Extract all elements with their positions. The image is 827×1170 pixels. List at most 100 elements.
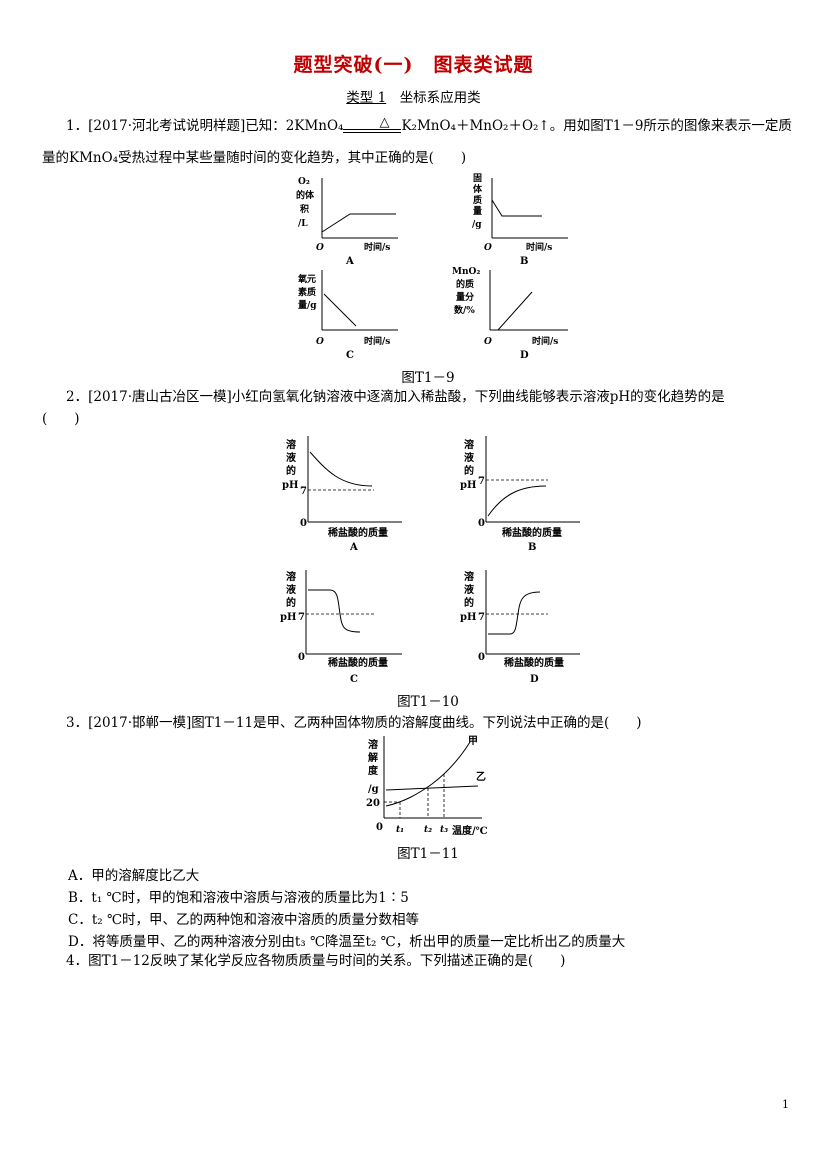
question-1-line-2: 量的KMnO₄受热过程中某些量随时间的变化趋势，其中正确的是( )	[42, 150, 467, 166]
ph-graph-d: 溶 液 的 pH 7 0 稀盐酸的质量 D	[460, 570, 580, 685]
graph-d-letter: D	[520, 350, 529, 361]
graph-a-letter: A	[345, 256, 354, 267]
ph-b-curve	[487, 485, 547, 517]
graph-c-ylabel-2: 素质	[298, 286, 316, 298]
graph-c-letter: C	[346, 350, 354, 361]
ph-b-ylabel-2: 液	[464, 451, 474, 464]
ph-d-ylabel-2: 液	[464, 583, 474, 596]
graph-b: 固 体 质 量 /g O 时间/s B	[472, 173, 568, 267]
ph-a-curve	[309, 451, 373, 487]
page-title: 题型突破(一) 图表类试题	[293, 54, 534, 76]
ph-d-curve	[488, 591, 541, 635]
sol-y20: 20	[366, 798, 380, 809]
sol-xlabel: 温度/℃	[452, 824, 488, 837]
ph-c-letter: C	[350, 674, 358, 685]
graph-d-xlabel: 时间/s	[532, 335, 558, 347]
sol-label-jia: 甲	[468, 735, 478, 747]
question-2-line-1: 2．[2017·唐山古冶区一模]小红向氢氧化钠溶液中逐滴加入稀盐酸，下列曲线能够…	[66, 389, 725, 405]
ph-c-ph: pH	[280, 612, 296, 623]
graph-c-origin: O	[316, 337, 324, 347]
ph-b-ylabel-1: 溶	[464, 438, 474, 451]
ph-b-origin: 0	[478, 518, 485, 529]
graph-b-ylabel-3: 质	[473, 194, 482, 206]
q3-option-a: A．甲的溶解度比乙大	[68, 868, 200, 884]
ph-c-ylabel-3: 的	[286, 596, 296, 609]
graph-a-origin: O	[316, 243, 324, 253]
graph-b-xlabel: 时间/s	[526, 241, 552, 253]
question-2-line-2: ( )	[42, 411, 80, 427]
question-3-line-1: 3．[2017·邯郸一模]图T1－11是甲、乙两种固体物质的溶解度曲线。下列说法…	[66, 715, 642, 731]
ph-b-seven: 7	[478, 476, 485, 487]
section-subtitle: 类型 1 坐标系应用类	[0, 86, 827, 106]
question-1-line-1: 1．[2017·河北考试说明样题]已知：2KMnO₄△K₂MnO₄＋MnO₂＋O…	[42, 115, 792, 137]
q3-option-b: B．t₁ ℃时，甲的饱和溶液中溶质与溶液的质量比为1∶5	[68, 890, 409, 906]
graph-a-ylabel-3: 积	[300, 203, 309, 215]
graph-b-origin: O	[484, 243, 492, 253]
figure-t1-11-caption: 图T1－11	[397, 846, 459, 862]
ph-d-origin: 0	[478, 652, 485, 663]
question-4-line-1: 4．图T1－12反映了某化学反应各物质质量与时间的关系。下列描述正确的是( )	[66, 953, 566, 969]
ph-d-seven: 7	[478, 612, 485, 623]
graph-d: MnO₂ 的质 量分 数/% O 时间/s D	[452, 267, 568, 361]
ph-b-letter: B	[528, 542, 536, 553]
ph-c-seven: 7	[298, 612, 305, 623]
figure-t1-9: O₂ 的体 积 /L O 时间/s A 固 体 质 量 /g O 时间/s B …	[296, 173, 568, 361]
graph-b-curve	[491, 199, 542, 217]
graph-c-ylabel-3: 量/g	[298, 299, 317, 311]
ph-graph-a: 溶 液 的 pH 7 0 稀盐酸的质量 A	[282, 436, 402, 553]
section-text: 坐标系应用类	[399, 90, 481, 106]
graph-d-curve	[497, 291, 533, 331]
ph-graph-b: 溶 液 的 pH 7 0 稀盐酸的质量 B	[460, 436, 580, 553]
ph-d-ylabel-3: 的	[464, 596, 474, 609]
sol-curve-jia	[385, 741, 471, 807]
graph-b-ylabel-4: 量	[473, 205, 482, 217]
sol-ylabel-4: /g	[368, 784, 379, 795]
heat-symbol: △	[379, 115, 390, 130]
ph-graph-c: 溶 液 的 pH 7 0 稀盐酸的质量 C	[280, 570, 402, 685]
graph-d-ylabel-1: MnO₂	[452, 267, 480, 277]
sol-origin: 0	[376, 822, 383, 833]
ph-d-letter: D	[530, 674, 539, 685]
sol-t3: t₃	[440, 825, 448, 835]
ph-d-xlabel: 稀盐酸的质量	[504, 656, 564, 669]
ph-a-ylabel-3: 的	[286, 464, 296, 477]
graph-d-ylabel-4: 数/%	[454, 304, 475, 316]
graph-c-xlabel: 时间/s	[364, 335, 390, 347]
heat-equation-sign: △	[343, 115, 402, 137]
graph-b-ylabel-1: 固	[473, 173, 482, 184]
figure-t1-11: 溶 解 度 /g 甲 乙 20 0 t₁ t₂ t₃ 温度/℃	[366, 735, 488, 837]
figure-t1-9-caption: 图T1－9	[401, 370, 455, 386]
graph-a-xlabel: 时间/s	[364, 241, 390, 253]
graph-b-letter: B	[520, 256, 528, 267]
ph-b-ylabel-3: 的	[464, 464, 474, 477]
graph-a-ylabel-4: /L	[298, 219, 308, 229]
graph-c: 氧元 素质 量/g O 时间/s C	[297, 270, 398, 361]
page-number: 1	[782, 1098, 789, 1111]
ph-b-xlabel: 稀盐酸的质量	[502, 526, 562, 539]
equals-bars	[343, 129, 402, 133]
q3-option-c: C．t₂ ℃时，甲、乙的两种饱和溶液中溶质的质量分数相等	[68, 912, 420, 928]
ph-b-ph: pH	[460, 480, 476, 491]
sol-curve-yi	[385, 785, 479, 791]
graph-a-ylabel-2: 的体	[296, 189, 315, 201]
graph-d-origin: O	[484, 337, 492, 347]
sol-ylabel-2: 解	[368, 751, 378, 764]
figure-t1-10: 溶 液 的 pH 7 0 稀盐酸的质量 A 溶 液 的 pH 7 0 稀盐酸的质…	[280, 436, 580, 685]
ph-c-ylabel-2: 液	[286, 583, 296, 596]
graph-d-ylabel-3: 量分	[456, 291, 474, 303]
q1-text-b: K₂MnO₄＋MnO₂＋O₂↑。用如图T1－9所示的图像来表示一定质	[401, 118, 792, 134]
ph-c-origin: 0	[298, 652, 305, 663]
graph-a-curve	[321, 213, 396, 233]
sol-t1: t₁	[396, 825, 404, 835]
sol-ylabel-3: 度	[368, 764, 379, 777]
sol-t2: t₂	[424, 825, 432, 835]
graph-d-ylabel-2: 的质	[456, 278, 474, 290]
figure-t1-10-caption: 图T1－10	[397, 694, 459, 710]
ph-a-seven: 7	[300, 486, 307, 497]
ph-a-ph: pH	[282, 480, 298, 491]
ph-a-ylabel-1: 溶	[286, 438, 296, 451]
graph-c-curve	[323, 293, 357, 327]
ph-a-letter: A	[349, 542, 358, 553]
graph-b-ylabel-5: /g	[472, 220, 482, 230]
ph-a-ylabel-2: 液	[286, 451, 296, 464]
